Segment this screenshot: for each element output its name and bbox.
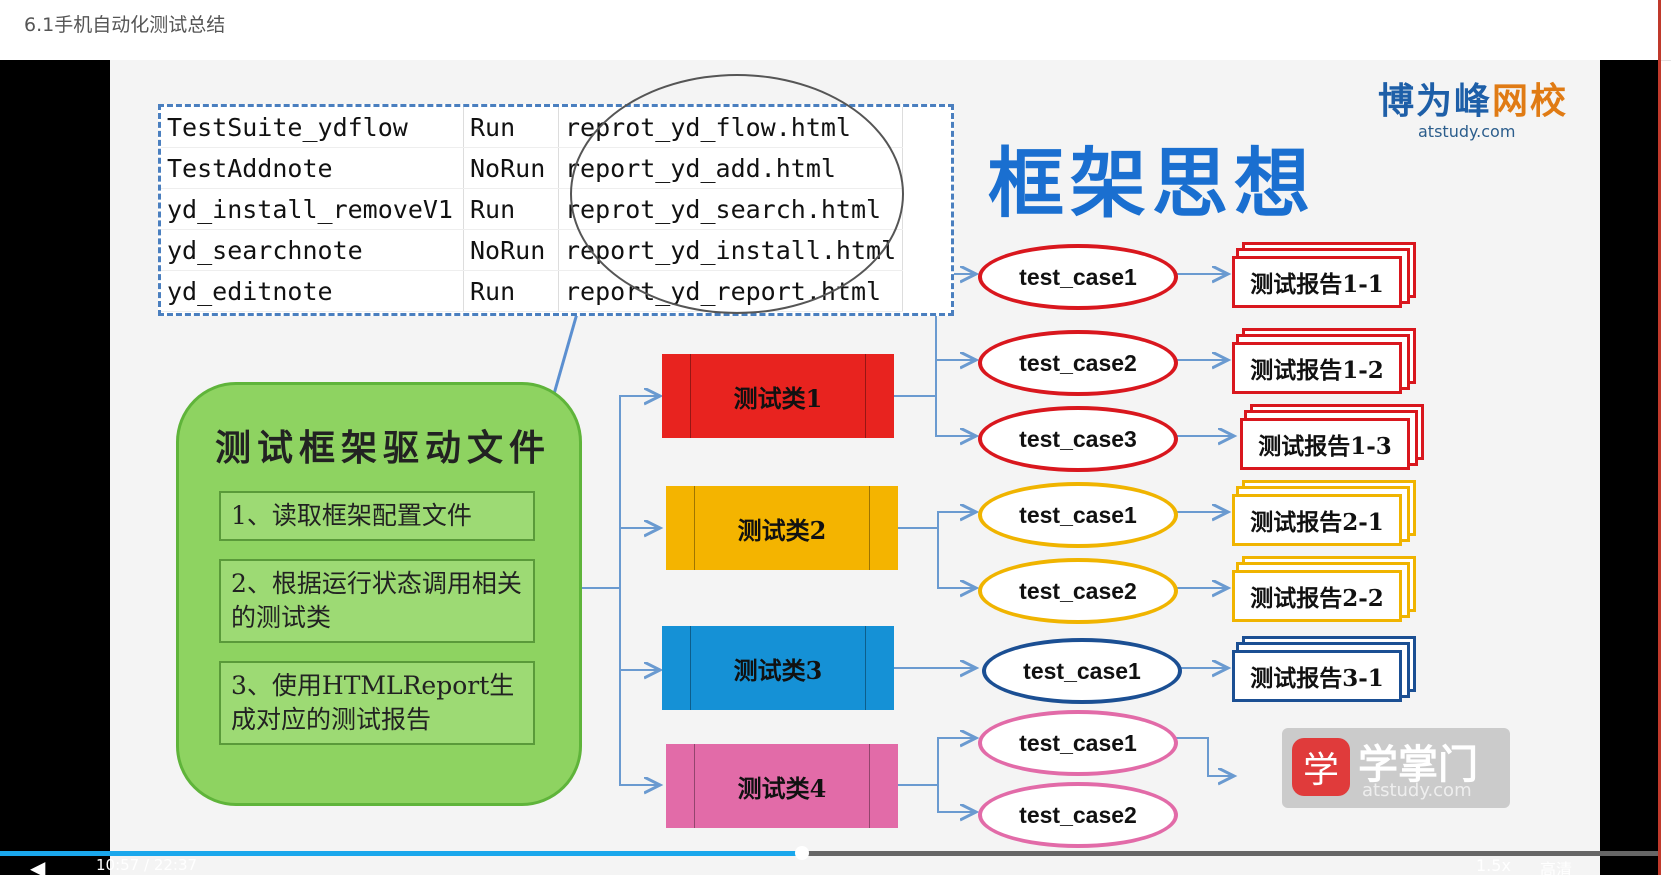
- driver-step-2: 2、根据运行状态调用相关的测试类: [219, 559, 535, 643]
- volume-icon[interactable]: ◀: [30, 856, 45, 880]
- test-class-4: 测试类4: [666, 744, 898, 828]
- test-class-1: 测试类1: [662, 354, 894, 438]
- suite-name-cell: yd_editnote: [161, 271, 464, 312]
- suite-name-cell: yd_searchnote: [161, 230, 464, 271]
- brand-url: atstudy.com: [1418, 122, 1578, 141]
- page-title: 6.1手机自动化测试总结: [24, 10, 225, 37]
- highlight-oval: [570, 74, 904, 314]
- test-case-node: test_case2: [978, 558, 1178, 624]
- test-case-node: test_case1: [978, 482, 1178, 548]
- test-report-node: 测试报告1-1: [1232, 256, 1402, 308]
- test-report-node: 测试报告2-1: [1232, 494, 1402, 546]
- driver-step-3: 3、使用HTMLReport生成对应的测试报告: [219, 661, 535, 745]
- scroll-edge-indicator: [1658, 0, 1661, 875]
- brand-name: 博为峰: [1378, 81, 1492, 122]
- suite-name-cell: TestAddnote: [161, 148, 464, 189]
- suite-name-cell: TestSuite_ydflow: [161, 107, 464, 148]
- brand-name-accent: 网校: [1492, 81, 1568, 122]
- run-status-cell: Run: [464, 189, 559, 230]
- watermark-icon: 学: [1292, 738, 1350, 796]
- brand-logo: 博为峰网校 atstudy.com: [1378, 72, 1578, 141]
- test-class-2: 测试类2: [666, 486, 898, 570]
- run-status-cell: Run: [464, 271, 559, 312]
- test-case-node: test_case2: [978, 330, 1178, 396]
- player-controls: ◀ 10:57 / 22:37 1.5x 高清: [0, 856, 1658, 875]
- test-case-node: test_case3: [978, 406, 1178, 472]
- test-report-node: 测试报告3-1: [1232, 650, 1402, 702]
- quality-button[interactable]: 高清: [1540, 856, 1572, 880]
- driver-step-1: 1、读取框架配置文件: [219, 491, 535, 541]
- watermark-logo: 学 学掌门 atstudy.com: [1282, 728, 1510, 808]
- run-status-cell: NoRun: [464, 230, 559, 271]
- test-case-node: test_case2: [978, 782, 1178, 848]
- test-class-3: 测试类3: [662, 626, 894, 710]
- run-status-cell: NoRun: [464, 148, 559, 189]
- driver-title: 测试框架驱动文件: [215, 419, 551, 471]
- slide-frame: TestSuite_ydflow Run reprot_yd_flow.html…: [110, 60, 1600, 875]
- run-status-cell: Run: [464, 107, 559, 148]
- test-report-node: 测试报告2-2: [1232, 570, 1402, 622]
- slide-title: 框架思想: [988, 122, 1316, 232]
- test-report-node: 测试报告1-3: [1240, 418, 1410, 470]
- test-case-node: test_case1: [982, 638, 1182, 704]
- video-player[interactable]: TestSuite_ydflow Run reprot_yd_flow.html…: [0, 60, 1658, 875]
- time-display: 10:57 / 22:37: [96, 856, 197, 874]
- page-header: 6.1手机自动化测试总结: [0, 0, 1671, 61]
- suite-name-cell: yd_install_removeV1: [161, 189, 464, 230]
- test-case-node: test_case1: [978, 710, 1178, 776]
- test-case-node: test_case1: [978, 244, 1178, 310]
- test-report-node: 测试报告1-2: [1232, 342, 1402, 394]
- watermark-url: atstudy.com: [1362, 780, 1472, 801]
- driver-file-box: 测试框架驱动文件 1、读取框架配置文件 2、根据运行状态调用相关的测试类 3、使…: [176, 382, 582, 806]
- speed-button[interactable]: 1.5x: [1476, 856, 1511, 875]
